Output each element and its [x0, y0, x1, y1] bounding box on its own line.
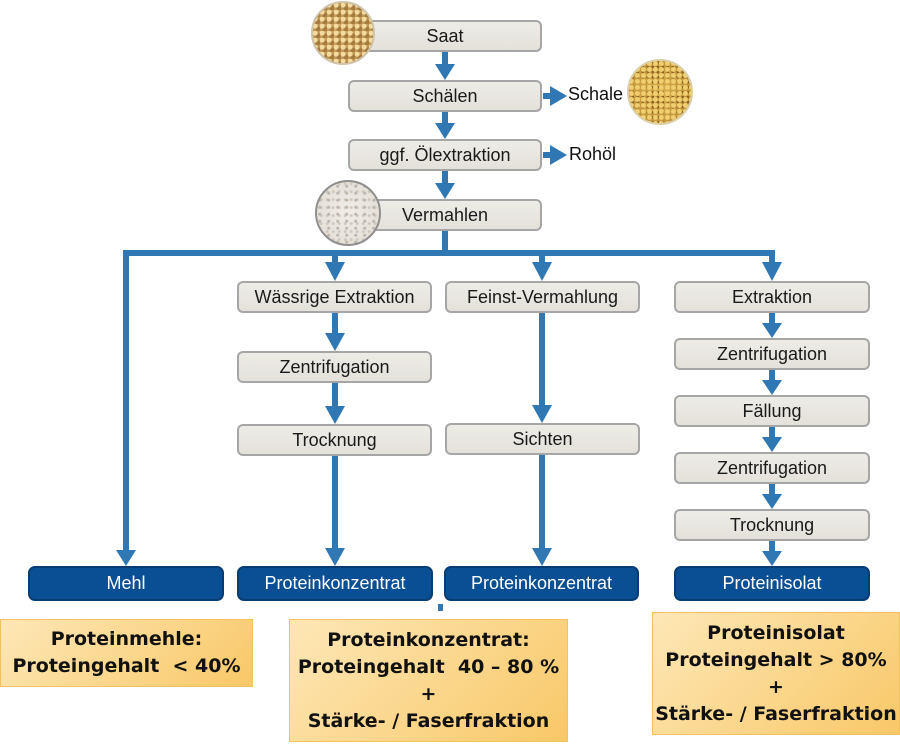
- arrow-to-rohoel: [543, 145, 567, 165]
- product-proteinisolat: Proteinisolat: [674, 566, 870, 601]
- seed-hulls-photo: [627, 59, 693, 125]
- info-line: Stärke- / Faserfraktion: [655, 702, 897, 725]
- info-line: +: [420, 682, 437, 705]
- product-mehl: Mehl: [28, 566, 224, 601]
- branch-2-arrows: [325, 313, 345, 566]
- product-proteinkonzentrat: Proteinkonzentrat: [444, 566, 639, 601]
- product-proteinkonzentrat: Proteinkonzentrat: [237, 566, 433, 601]
- seeds-photo: [311, 1, 375, 65]
- step-faellung: Fällung: [674, 395, 870, 427]
- info-line: Proteinmehle:: [50, 628, 203, 650]
- arrow-schaelen-oelextraktion: [435, 112, 455, 139]
- step-feinst-vermahlung: Feinst-Vermahlung: [445, 281, 640, 313]
- arrow-to-schale: [543, 86, 567, 106]
- info-line: +: [768, 675, 784, 698]
- flour-photo: [315, 180, 381, 246]
- step-oelextraktion: ggf. Ölextraktion: [348, 139, 542, 171]
- branch-3-arrows: [532, 313, 552, 566]
- info-box-proteinisolat: Proteinisolat Proteingehalt > 80% + Stär…: [652, 612, 900, 735]
- arrow-oelextraktion-vermahlen: [435, 171, 455, 199]
- info-line: Proteinisolat: [707, 621, 845, 644]
- step-waessrige-extraktion: Wässrige Extraktion: [237, 281, 432, 313]
- step-trocknung: Trocknung: [674, 509, 870, 541]
- step-schaelen: Schälen: [348, 80, 542, 112]
- step-extraktion: Extraktion: [674, 281, 870, 313]
- info-line: Stärke- / Faserfraktion: [307, 709, 550, 732]
- step-zentrifugation: Zentrifugation: [674, 338, 870, 370]
- step-zentrifugation: Zentrifugation: [674, 452, 870, 484]
- info-box-proteinkonzentrat: Proteinkonzentrat: Proteingehalt 40 – 80…: [289, 619, 568, 742]
- step-trocknung: Trocknung: [237, 424, 432, 456]
- info-line: Proteinkonzentrat:: [327, 628, 530, 651]
- info-box-proteinmehle: Proteinmehle: Proteingehalt < 40%: [0, 619, 253, 687]
- info-line: Proteingehalt 40 – 80 %: [297, 655, 560, 678]
- connector-stub: [438, 604, 443, 611]
- info-line: Proteingehalt < 40%: [12, 655, 241, 677]
- step-sichten: Sichten: [445, 423, 640, 455]
- output-rohoel: Rohöl: [569, 144, 617, 164]
- step-zentrifugation: Zentrifugation: [237, 351, 432, 383]
- info-line: Proteingehalt > 80%: [665, 648, 887, 671]
- branch-4-arrows: [762, 313, 782, 566]
- output-schale: Schale: [568, 84, 624, 104]
- distribution-bus: [116, 231, 782, 566]
- step-saat: Saat: [348, 20, 542, 52]
- arrow-saat-schaelen: [435, 52, 455, 80]
